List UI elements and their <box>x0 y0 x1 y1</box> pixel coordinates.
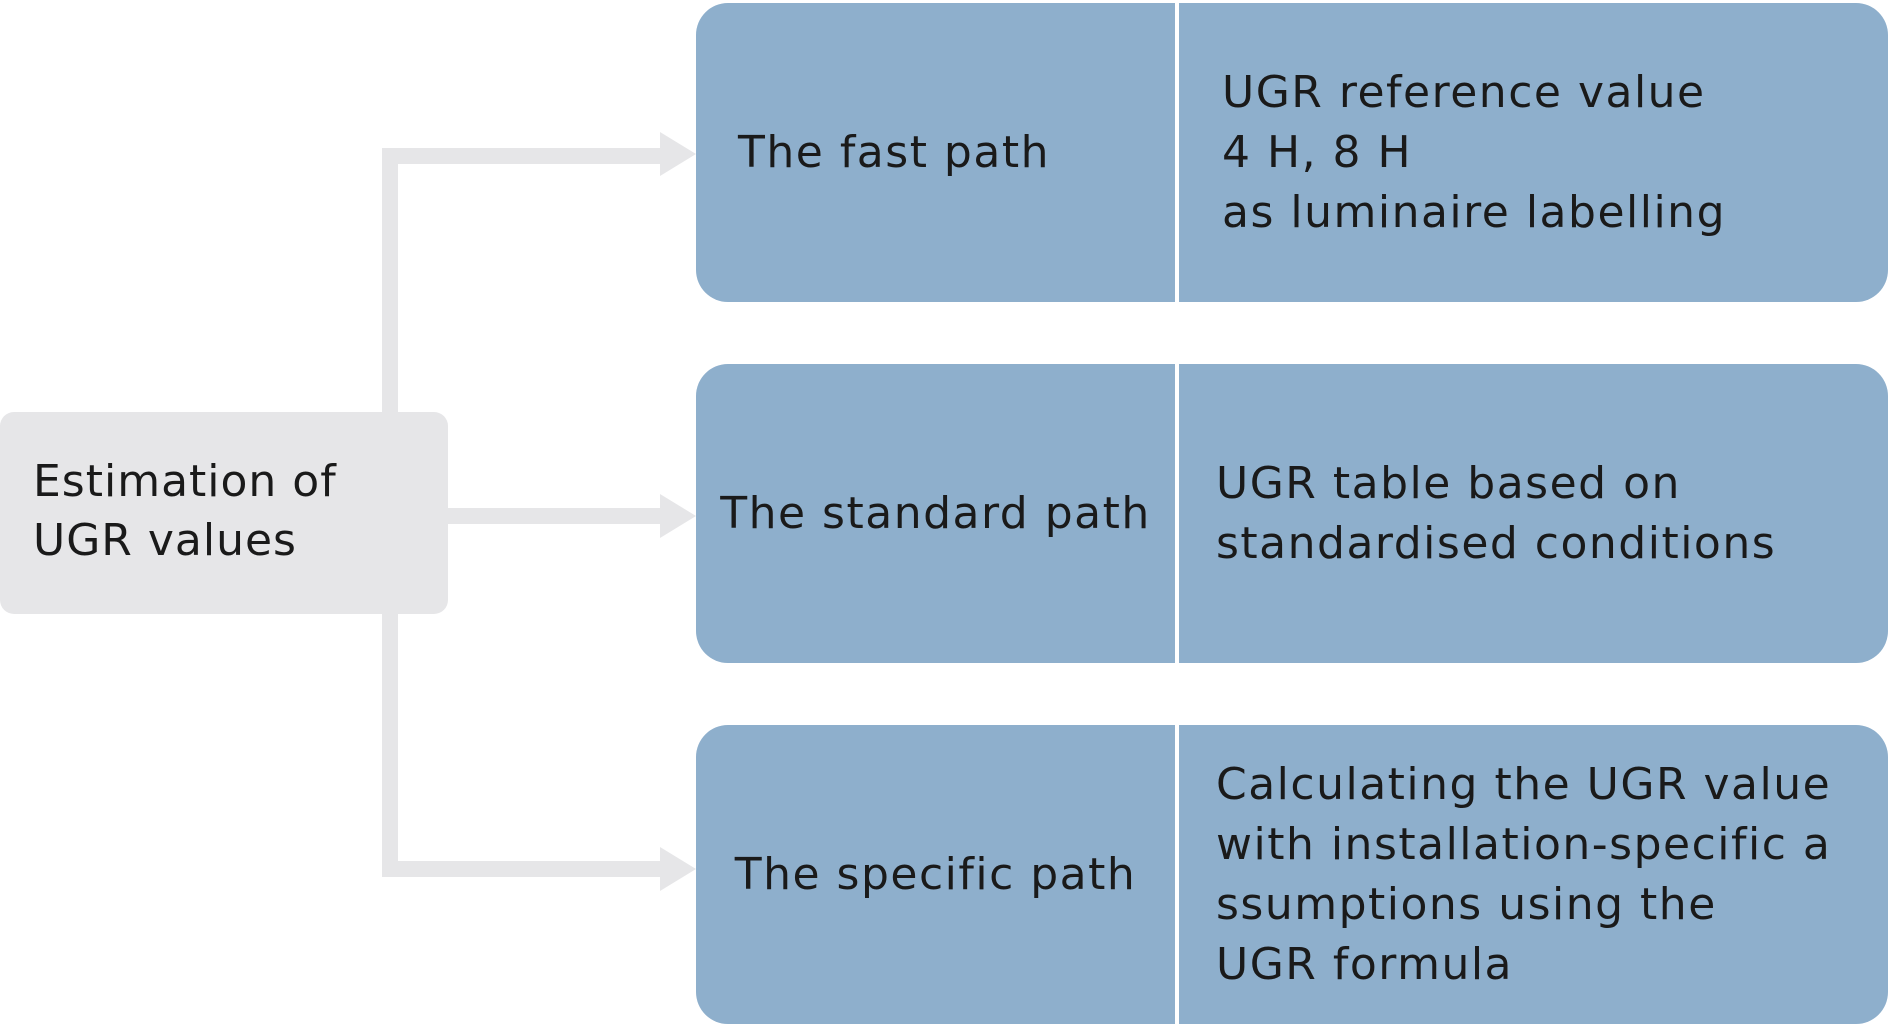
arrow-head-specific <box>660 847 696 891</box>
path-description-line: standardised conditions <box>1216 517 1777 569</box>
source-box-estimation: Estimation of UGR values <box>0 412 448 614</box>
path-description-line: UGR table based on <box>1216 457 1681 509</box>
path-divider <box>1175 725 1179 1024</box>
path-box-specific: The specific path Calculating the UGR va… <box>696 725 1888 1024</box>
path-name-standard: The standard path <box>720 488 1151 539</box>
path-description-specific: Calculating the UGR value with installat… <box>1216 725 1868 1024</box>
path-divider <box>1175 364 1179 663</box>
path-description-line: with installation-specific a <box>1216 818 1832 870</box>
path-name-specific: The specific path <box>734 849 1137 900</box>
path-name-fast: The fast path <box>738 127 1050 178</box>
path-description-line: UGR formula <box>1216 938 1514 990</box>
path-description-fast: UGR reference value 4 H, 8 H as luminair… <box>1222 3 1868 302</box>
path-box-fast: The fast path UGR reference value 4 H, 8… <box>696 3 1888 302</box>
path-description-line: Calculating the UGR value <box>1216 758 1832 810</box>
path-description-line: as luminaire labelling <box>1222 186 1727 238</box>
source-line-1: Estimation of <box>33 456 337 507</box>
path-divider <box>1175 3 1179 302</box>
path-box-standard: The standard path UGR table based on sta… <box>696 364 1888 663</box>
arrow-head-fast <box>660 132 696 176</box>
path-description-line: ssumptions using the <box>1216 878 1717 930</box>
path-description-line: 4 H, 8 H <box>1222 126 1413 178</box>
source-line-2: UGR values <box>33 515 297 566</box>
path-description-standard: UGR table based on standardised conditio… <box>1216 364 1868 663</box>
arrow-head-standard <box>660 494 696 538</box>
path-description-line: UGR reference value <box>1222 66 1706 118</box>
